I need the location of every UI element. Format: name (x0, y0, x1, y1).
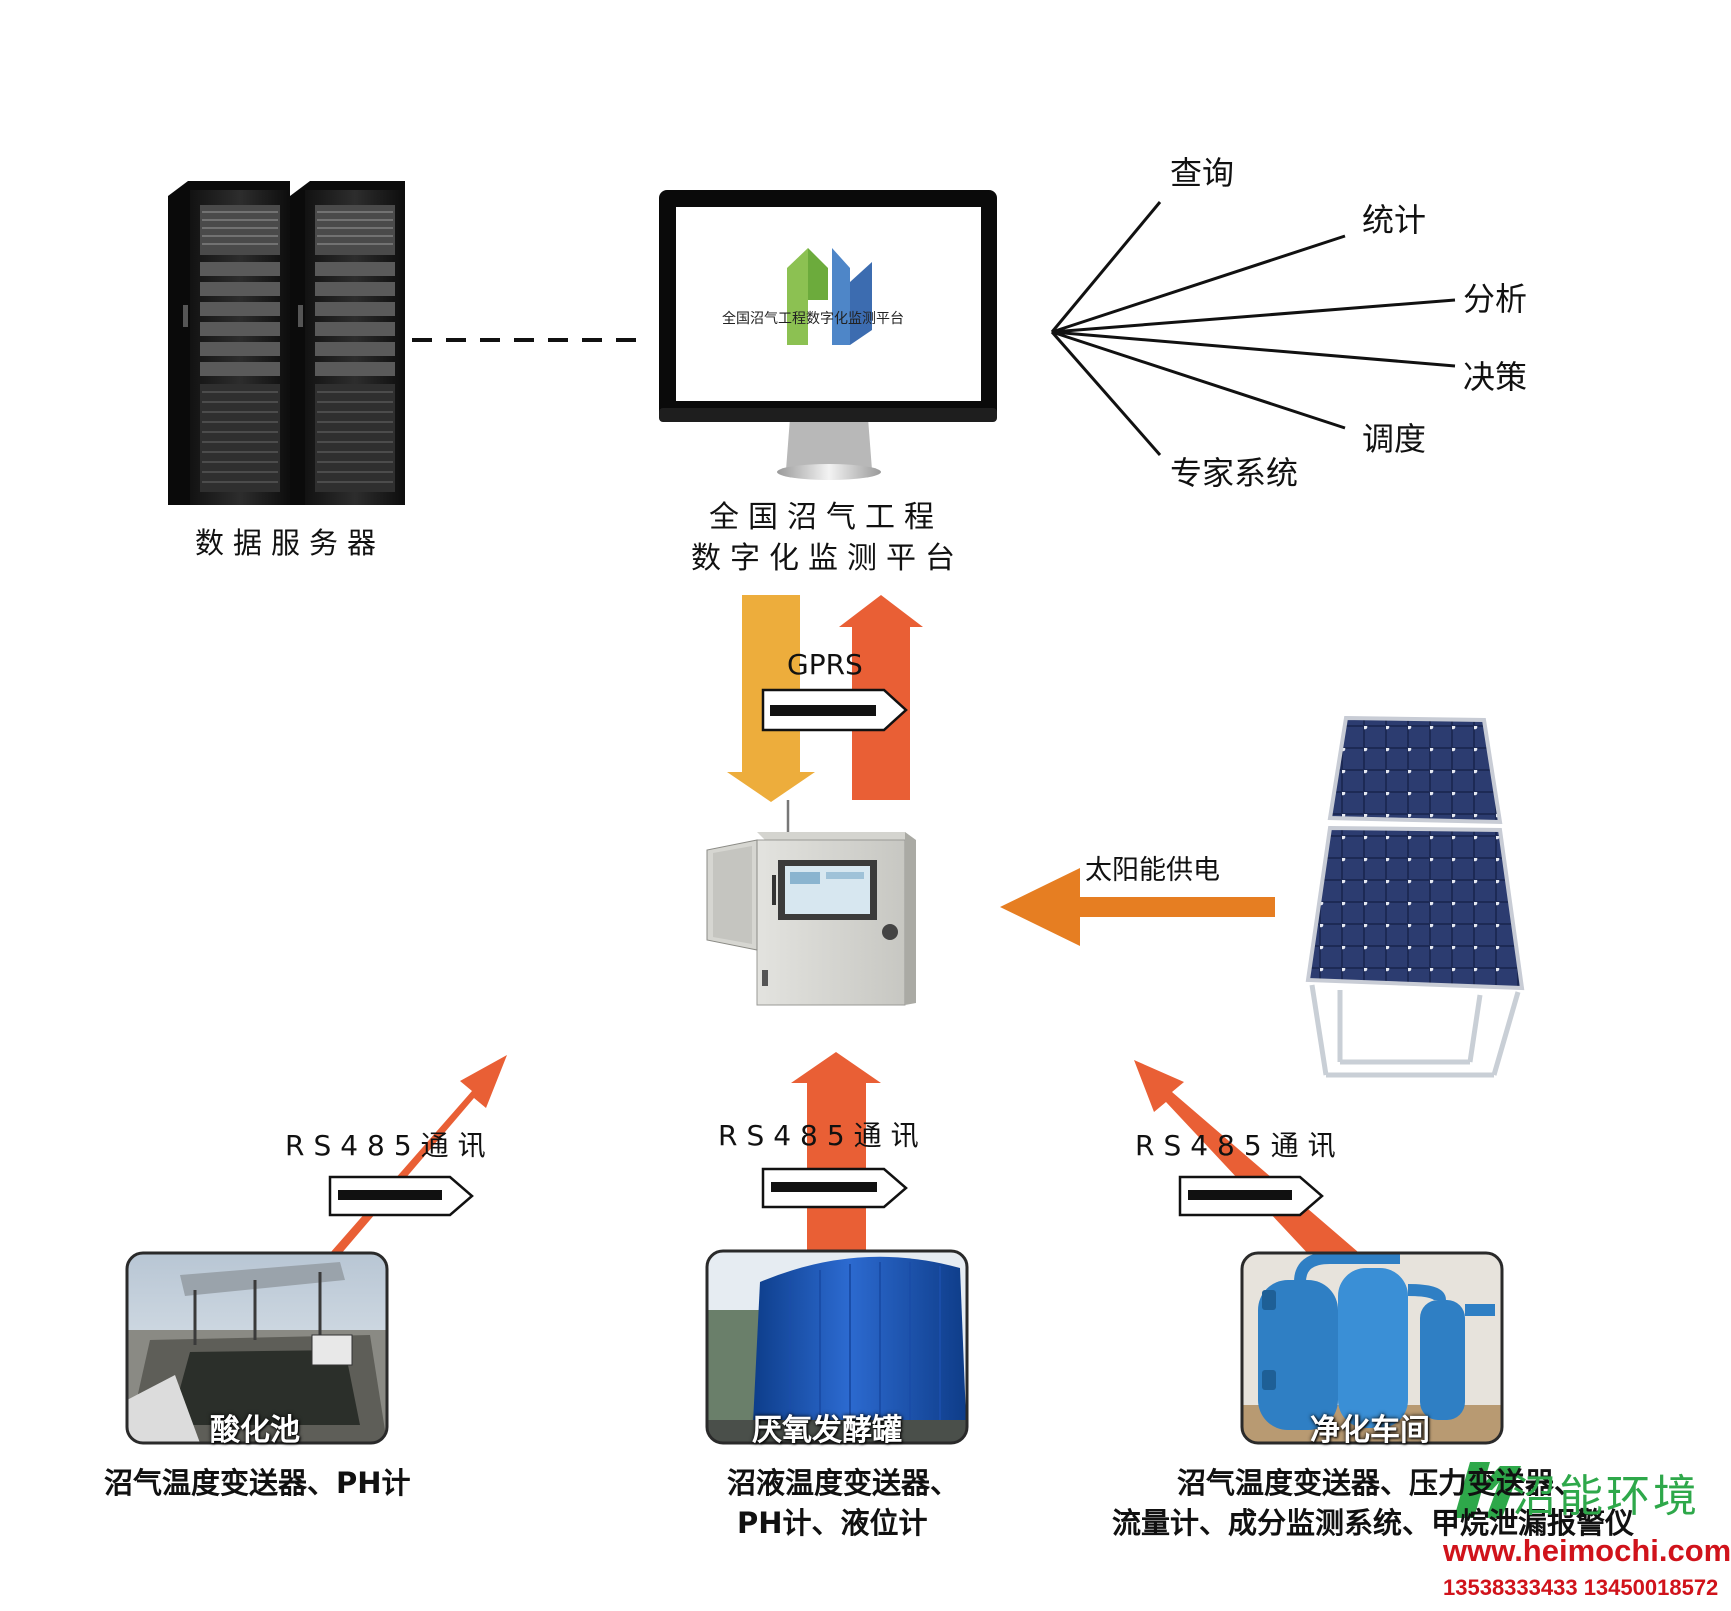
brand-logo-icon (1454, 1462, 1521, 1518)
platform-caption-line1: 全国沼气工程 (709, 500, 943, 535)
acidification-pool-photo (127, 1253, 387, 1443)
site-name-purification: 净化车间 (1310, 1413, 1430, 1448)
fermentation-tank-photo (707, 1251, 967, 1443)
rs485-center-arrow (791, 1052, 881, 1258)
rs485-center-badge (761, 1167, 908, 1209)
function-statistics: 统计 (1362, 201, 1427, 239)
solar-panel-image (1305, 715, 1525, 1078)
rs485-left-arrow (280, 1055, 507, 1285)
site-caption-fermentation-line1: 沼液温度变送器、 (727, 1466, 960, 1500)
site-caption-purification-line1: 沼气温度变送器、压力变送器、 (1177, 1466, 1584, 1500)
function-dispatch: 调度 (1362, 420, 1427, 458)
site-name-acidification: 酸化池 (210, 1413, 300, 1448)
function-query: 查询 (1170, 154, 1235, 192)
server-racks-image (168, 181, 405, 505)
system-diagram: 数据服务器 全国沼气工程数字化监测平台 全国沼气工程 数字化监测平台 查询 统计… (104, 154, 1731, 1600)
purification-workshop-photo (1242, 1253, 1502, 1443)
gprs-badge (761, 688, 908, 732)
monitor-image (659, 190, 997, 480)
function-decision: 决策 (1463, 358, 1528, 396)
rtu-cabinet-image (706, 800, 916, 1006)
watermark-phones: 13538333433 13450018572 (1443, 1575, 1719, 1600)
rs485-right-badge (1178, 1175, 1324, 1217)
rs485-center-label: RS485通讯 (718, 1119, 928, 1152)
solar-power-arrow (1000, 868, 1275, 946)
server-label: 数据服务器 (195, 526, 386, 560)
site-name-fermentation: 厌氧发酵罐 (752, 1413, 902, 1448)
watermark-brand: 沼能环境 (1512, 1472, 1700, 1521)
rs485-right-label: RS485通讯 (1135, 1129, 1345, 1162)
gprs-label: GPRS (787, 648, 863, 681)
site-caption-fermentation-line2: PH计、液位计 (737, 1506, 928, 1540)
site-caption-acidification: 沼气温度变送器、PH计 (104, 1466, 411, 1500)
solar-power-label: 太阳能供电 (1085, 855, 1220, 886)
function-expert-system: 专家系统 (1170, 454, 1299, 492)
platform-caption-line2: 数字化监测平台 (691, 541, 964, 576)
function-fan-lines (1050, 201, 1456, 456)
watermark-url: www.heimochi.com (1443, 1533, 1731, 1568)
site-caption-purification-line2: 流量计、成分监测系统、甲烷泄漏报警仪 (1112, 1506, 1635, 1540)
function-analysis: 分析 (1463, 280, 1528, 318)
monitor-screen-title: 全国沼气工程数字化监测平台 (722, 311, 904, 327)
rs485-left-label: RS485通讯 (285, 1129, 495, 1162)
rs485-left-badge (328, 1175, 474, 1217)
